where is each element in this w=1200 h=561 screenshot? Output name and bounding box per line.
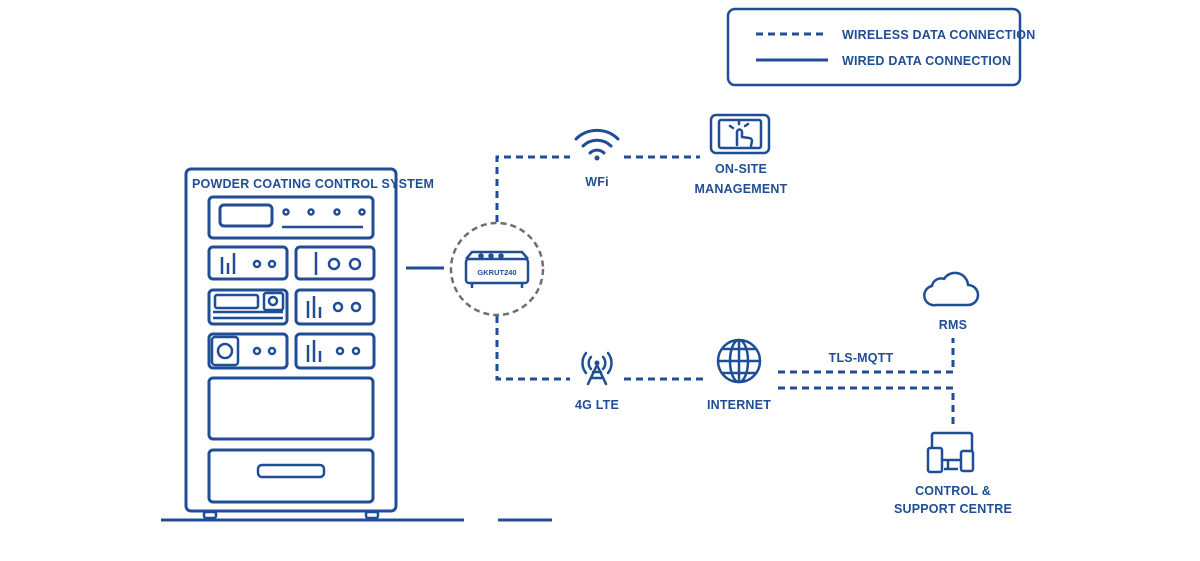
cabinet-module <box>294 245 376 281</box>
legend: WIRELESS DATA CONNECTION WIRED DATA CONN… <box>726 7 1035 87</box>
control-label-line1: CONTROL & <box>915 484 991 498</box>
legend-wireless-label: WIRELESS DATA CONNECTION <box>842 28 1035 42</box>
onsite-label-line1: ON-SITE <box>715 162 767 176</box>
devices-icon <box>926 431 975 474</box>
cabinet-module <box>207 332 289 370</box>
rms-label: RMS <box>939 318 967 332</box>
wireless-link-internet-rms <box>778 338 955 374</box>
cabinet-panel <box>207 376 375 441</box>
legend-frame <box>726 7 1022 87</box>
internet-label: INTERNET <box>707 398 771 412</box>
wifi-label: WFi <box>585 175 609 189</box>
tablet-touch-icon <box>709 113 771 155</box>
control-cabinet <box>184 167 398 520</box>
cabinet-drawer <box>207 448 375 504</box>
cabinet-module <box>207 288 289 326</box>
router-zone-ring <box>449 221 545 317</box>
wireless-link-router-lte <box>495 316 570 381</box>
wireless-link-internet-control <box>778 386 955 426</box>
cabinet-module <box>207 245 289 281</box>
globe-icon <box>716 338 762 384</box>
cabinet-drawer-handle <box>256 463 326 479</box>
protocol-label: TLS-MQTT <box>829 351 894 365</box>
cabinet-top-unit <box>207 195 375 240</box>
cabinet-module <box>294 332 376 370</box>
cabinet-module <box>294 288 376 326</box>
cabinet-title: POWDER COATING CONTROL SYSTEM <box>192 177 434 191</box>
lte-label: 4G LTE <box>575 398 619 412</box>
connections <box>406 155 955 426</box>
wireless-link-router-wifi <box>495 155 570 222</box>
legend-wired-label: WIRED DATA CONNECTION <box>842 54 1011 68</box>
cell-tower-icon <box>581 351 613 386</box>
onsite-label-line2: MANAGEMENT <box>695 182 788 196</box>
router: GKRUT240 <box>449 221 545 317</box>
cloud-icon <box>923 271 980 307</box>
wifi-icon <box>574 128 620 161</box>
control-label-line2: SUPPORT CENTRE <box>894 502 1012 516</box>
cabinet-display <box>218 203 274 228</box>
router-model: GKRUT240 <box>477 268 516 277</box>
cabinet-frame <box>184 167 398 513</box>
router-icon <box>464 250 530 288</box>
